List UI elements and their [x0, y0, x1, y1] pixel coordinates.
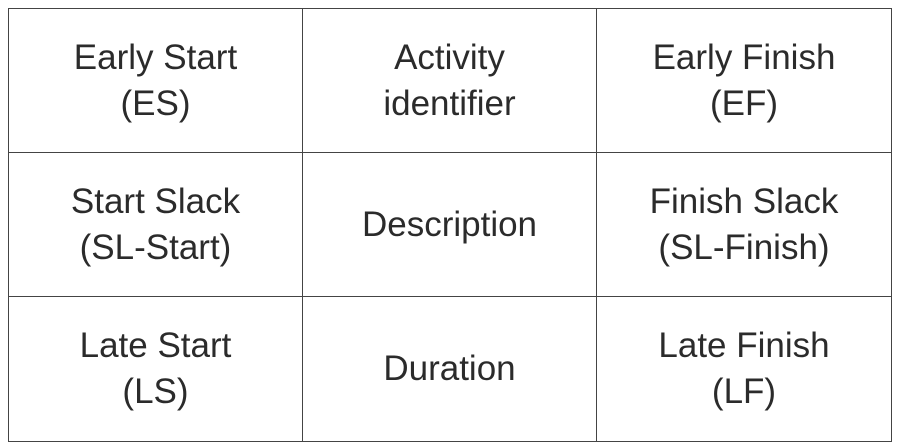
duration-label: Duration — [383, 349, 516, 388]
activity-node-diagram: Early Start (ES) Activity identifier Ear… — [8, 8, 892, 442]
start-slack-label: Start Slack — [70, 181, 241, 221]
description-label: Description — [361, 204, 538, 244]
late-finish-abbrev: (LF) — [711, 372, 777, 411]
start-slack-abbrev: (SL-Start) — [79, 227, 232, 267]
early-finish-abbrev: (EF) — [709, 83, 779, 123]
finish-slack-abbrev: (SL-Finish) — [658, 227, 830, 267]
early-start-abbrev: (ES) — [120, 83, 191, 123]
description-cell: Description — [303, 153, 597, 297]
late-start-abbrev: (LS) — [122, 372, 189, 411]
early-start-cell: Early Start (ES) — [9, 9, 303, 153]
late-finish-cell: Late Finish (LF) — [597, 297, 891, 441]
late-start-cell: Late Start (LS) — [9, 297, 303, 441]
finish-slack-cell: Finish Slack (SL-Finish) — [597, 153, 891, 297]
activity-identifier-label-line1: Activity — [394, 37, 505, 77]
early-start-label: Early Start — [73, 37, 238, 77]
early-finish-label: Early Finish — [652, 37, 836, 77]
activity-identifier-label-line2: identifier — [383, 83, 516, 123]
late-finish-label: Late Finish — [658, 326, 830, 365]
early-finish-cell: Early Finish (EF) — [597, 9, 891, 153]
finish-slack-label: Finish Slack — [649, 181, 839, 221]
activity-identifier-cell: Activity identifier — [303, 9, 597, 153]
duration-cell: Duration — [303, 297, 597, 441]
start-slack-cell: Start Slack (SL-Start) — [9, 153, 303, 297]
late-start-label: Late Start — [79, 326, 232, 365]
